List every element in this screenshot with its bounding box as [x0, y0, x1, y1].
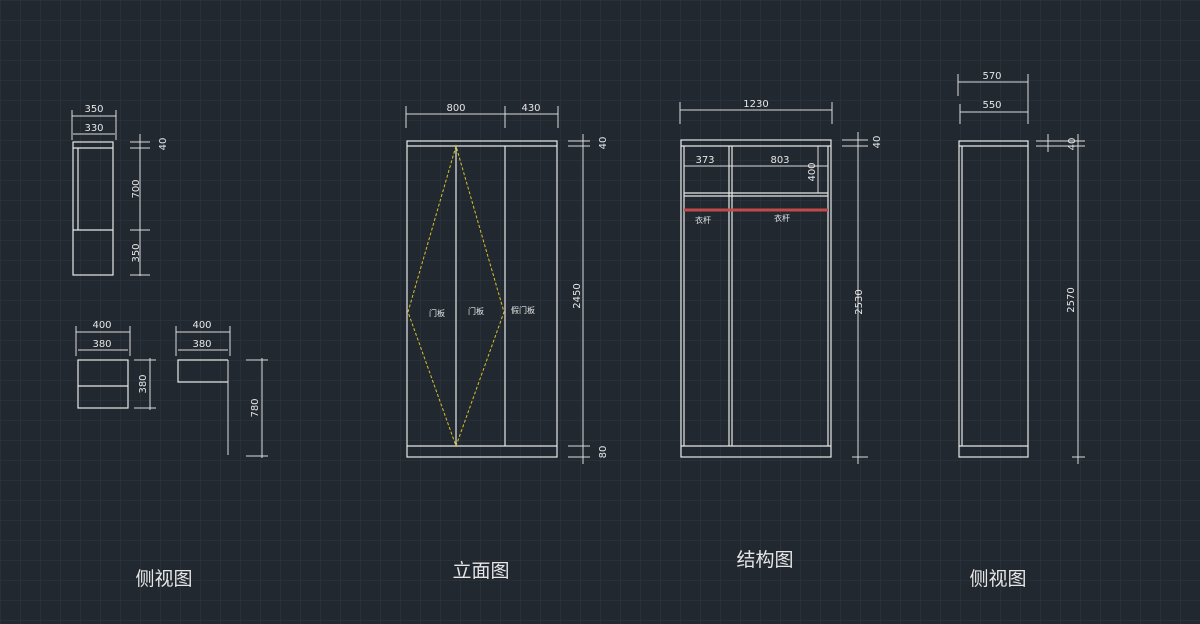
title-side-left: 侧视图 — [135, 568, 192, 590]
structure-right-cell: 803 — [770, 155, 789, 166]
door-label-1: 门板 — [429, 308, 445, 318]
rod-label-right: 衣杆 — [774, 213, 790, 223]
elevation-left-width: 800 — [446, 103, 465, 114]
elevation-height-dim: 2450 — [572, 283, 583, 308]
small-part-b: 400 380 780 — [175, 320, 268, 458]
side-right-height-dim: 2570 — [1066, 287, 1077, 312]
structure-shelf-height: 400 — [807, 162, 818, 181]
part-b-width-inner: 380 — [192, 339, 211, 350]
part-b-width-outer: 400 — [192, 320, 211, 331]
elevation-top-dim: 40 — [598, 137, 609, 150]
side-right-height-dims: 40 2570 — [1036, 134, 1085, 464]
side-left-upper-dim: 700 — [131, 179, 142, 198]
side-view-right: 570 550 40 2570 — [957, 71, 1085, 464]
side-left-width-outer: 350 — [84, 104, 103, 115]
structure-cell-dims: 373 803 400 — [684, 146, 828, 193]
part-b-height: 780 — [250, 398, 261, 417]
side-view-left: 350 330 40 700 350 — [71, 104, 169, 276]
elevation-width-dims: 800 430 — [405, 103, 559, 128]
elevation-right-width: 430 — [521, 103, 540, 114]
title-structure: 结构图 — [736, 549, 793, 571]
side-right-outer: 570 — [982, 71, 1001, 82]
elevation-frame — [406, 140, 558, 458]
part-a-width-inner: 380 — [92, 339, 111, 350]
side-left-body — [72, 141, 114, 276]
side-left-height-dims: 40 700 350 — [130, 134, 169, 276]
structure-height-dims: 40 2530 — [842, 132, 883, 464]
rod-label-left: 衣杆 — [695, 215, 711, 225]
side-right-width-dims: 570 550 — [957, 71, 1029, 124]
side-left-top-dim: 40 — [158, 138, 169, 151]
door-swing-indicator — [407, 144, 505, 448]
small-part-a: 400 380 380 — [75, 320, 156, 410]
side-left-lower-dim: 350 — [131, 243, 142, 262]
elevation-view: 门板 门板 假门板 800 430 40 2450 80 — [405, 103, 609, 464]
structure-left-cell: 373 — [695, 155, 714, 166]
side-left-width-inner: 330 — [84, 123, 103, 134]
side-right-body — [958, 140, 1029, 458]
elevation-bottom-dim: 80 — [598, 446, 609, 459]
structure-frame — [680, 139, 832, 458]
part-a-height: 380 — [138, 374, 149, 393]
elevation-height-dims: 40 2450 80 — [568, 134, 609, 464]
title-elevation: 立面图 — [452, 560, 509, 582]
title-side-right: 侧视图 — [969, 568, 1026, 590]
door-label-2: 门板 — [468, 306, 484, 316]
structure-height-dim: 2530 — [854, 289, 865, 314]
fake-door-label: 假门板 — [511, 305, 535, 315]
structure-width-dims: 1230 — [679, 99, 833, 124]
structure-view: 衣杆 衣杆 373 803 400 1230 40 2530 — [679, 99, 883, 464]
side-left-width-dims: 350 330 — [71, 104, 117, 140]
side-right-inner: 550 — [982, 100, 1001, 111]
part-a-width-outer: 400 — [92, 320, 111, 331]
side-right-top-dim: 40 — [1067, 138, 1078, 151]
structure-width: 1230 — [743, 99, 768, 110]
structure-top-dim: 40 — [872, 136, 883, 149]
